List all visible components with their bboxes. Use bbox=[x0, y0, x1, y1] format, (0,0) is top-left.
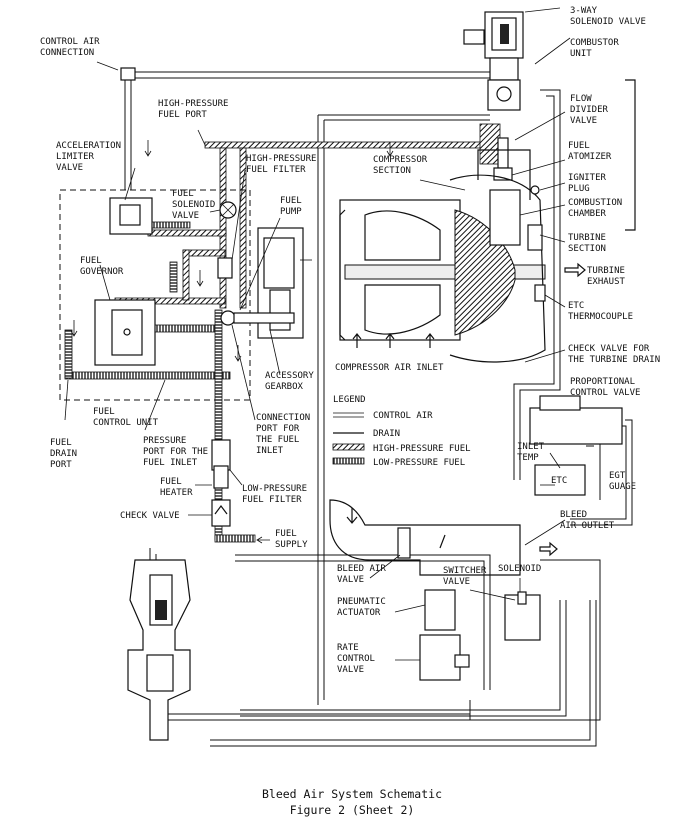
fuel-heater bbox=[211, 439, 231, 489]
three-way-solenoid-valve bbox=[463, 7, 561, 81]
legend-item-drain: DRAIN bbox=[333, 429, 400, 439]
acceleration-limiter-valve bbox=[109, 197, 153, 235]
svg-text:DRAIN: DRAIN bbox=[373, 429, 400, 439]
label-compressor-air-inlet: COMPRESSOR AIR INLET bbox=[335, 363, 444, 373]
flow-divider-valve bbox=[487, 79, 521, 111]
bleed-air-valve-assembly bbox=[397, 527, 541, 681]
fuel-control-unit-boundary bbox=[59, 189, 251, 401]
legend: LEGEND CONTROL AIR DRAIN HIGH-PRESSURE F… bbox=[332, 395, 471, 468]
legend-item-low-pressure-fuel: LOW-PRESSURE FUEL bbox=[332, 457, 465, 468]
check-valve bbox=[211, 499, 231, 527]
legend-title: LEGEND bbox=[333, 395, 366, 405]
compressor-air-inlet-arrows bbox=[352, 333, 435, 348]
figure-caption: Bleed Air System Schematic Figure 2 (She… bbox=[262, 787, 442, 817]
svg-text:CONTROL AIR: CONTROL AIR bbox=[373, 411, 433, 421]
combustor-unit-bracket bbox=[625, 79, 636, 231]
svg-text:HIGH-PRESSURE FUEL: HIGH-PRESSURE FUEL bbox=[373, 444, 471, 454]
compressor-turbine-assembly bbox=[339, 149, 546, 363]
svg-text:LOW-PRESSURE FUEL: LOW-PRESSURE FUEL bbox=[373, 458, 465, 468]
connection-port-fuel-inlet bbox=[220, 310, 295, 326]
control-air-connection-fitting bbox=[120, 67, 136, 81]
legend-item-control-air: CONTROL AIR bbox=[333, 411, 433, 421]
etc-box bbox=[534, 464, 586, 496]
bleed-valve-actuator bbox=[127, 559, 191, 741]
caption-line-2: Figure 2 (Sheet 2) bbox=[290, 803, 415, 817]
label-check-valve: CHECK VALVE bbox=[120, 511, 180, 521]
proportional-control-valve bbox=[529, 395, 623, 445]
fuel-governor bbox=[94, 299, 156, 366]
label-solenoid: SOLENOID bbox=[498, 564, 541, 574]
flow-arrows bbox=[70, 140, 394, 544]
fuel-solenoid-valve bbox=[219, 201, 237, 219]
turbine-exhaust-arrow bbox=[564, 262, 586, 278]
bleed-air-duct bbox=[329, 499, 558, 576]
label-etc: ETC bbox=[551, 476, 567, 486]
legend-item-high-pressure-fuel: HIGH-PRESSURE FUEL bbox=[332, 443, 471, 454]
leader-lines bbox=[64, 37, 571, 661]
high-pressure-fuel-filter bbox=[217, 257, 233, 279]
caption-line-1: Bleed Air System Schematic bbox=[262, 787, 442, 801]
